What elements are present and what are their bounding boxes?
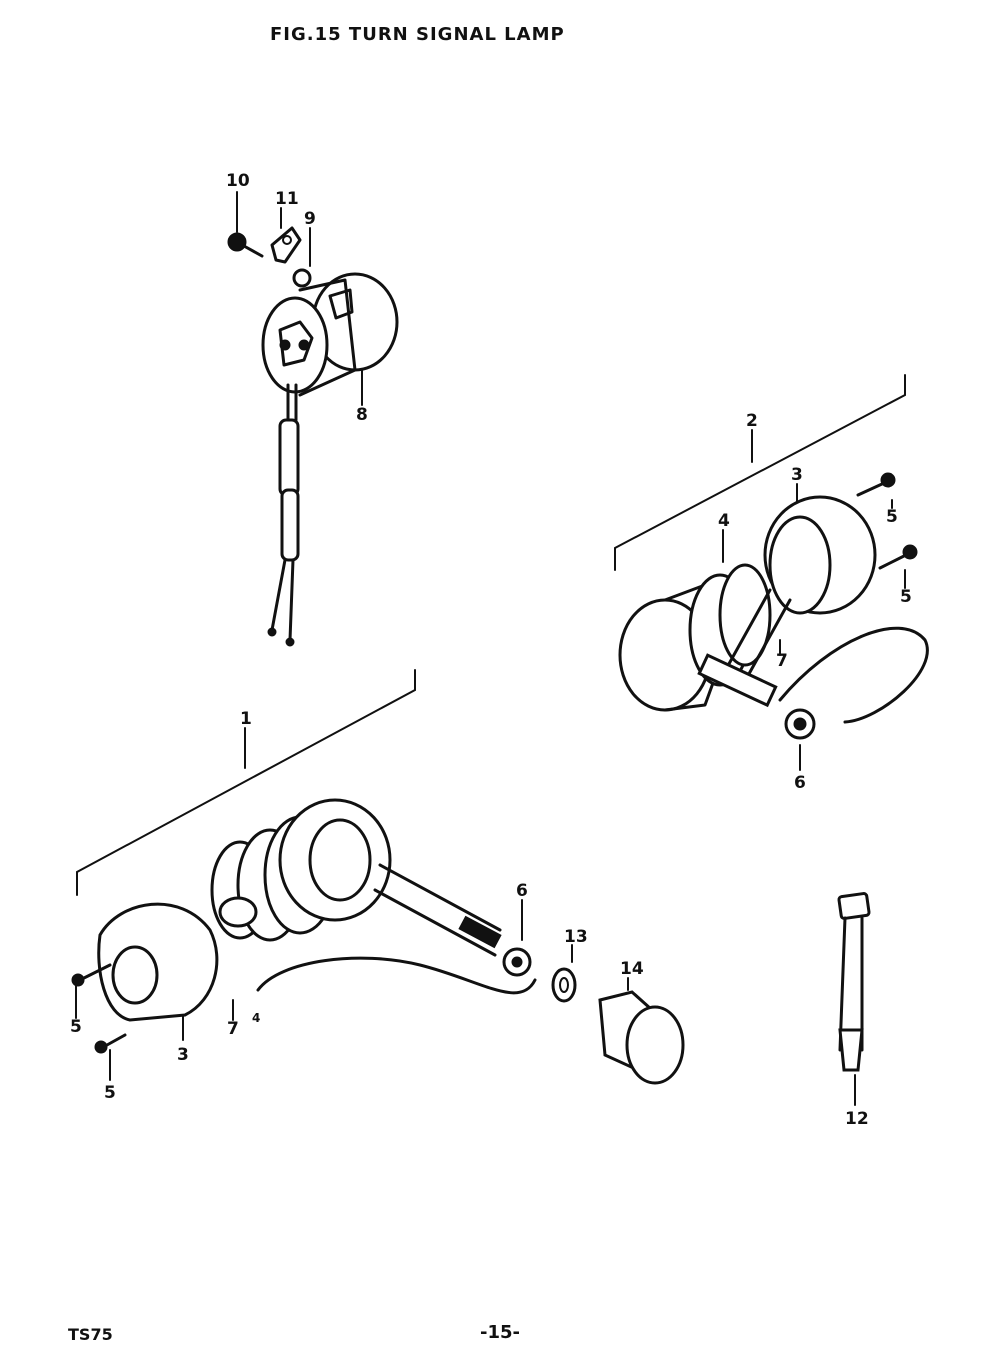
callout-4-left: 4 xyxy=(252,1011,260,1025)
callout-2: 2 xyxy=(746,411,758,431)
cable-band-12 xyxy=(837,892,871,1072)
turn-signal-assembly-2 xyxy=(614,374,929,771)
callout-12: 12 xyxy=(845,1109,869,1129)
callout-10: 10 xyxy=(226,171,250,191)
callout-7-left: 7 xyxy=(227,1019,239,1039)
flasher-relay-assembly xyxy=(227,191,399,647)
model-code: TS75 xyxy=(68,1325,113,1344)
callout-3-right: 3 xyxy=(791,465,803,485)
callout-5-left-b: 5 xyxy=(104,1083,116,1103)
callout-7-right: 7 xyxy=(776,651,788,671)
page-number: -15- xyxy=(480,1322,520,1343)
callout-6-right: 6 xyxy=(794,773,806,793)
callout-9: 9 xyxy=(304,209,316,229)
callout-1: 1 xyxy=(240,709,252,729)
callout-5-right-a: 5 xyxy=(886,507,898,527)
callout-6-left: 6 xyxy=(516,881,528,901)
callout-4-right: 4 xyxy=(718,511,730,531)
turn-signal-assembly-1 xyxy=(71,669,856,1106)
figure-title: FIG.15 TURN SIGNAL LAMP xyxy=(270,24,565,45)
callout-13: 13 xyxy=(564,927,588,947)
callout-5-right-b: 5 xyxy=(900,587,912,607)
callout-5-left-a: 5 xyxy=(70,1017,82,1037)
callout-3-left: 3 xyxy=(177,1045,189,1065)
callout-14: 14 xyxy=(620,959,644,979)
callout-8: 8 xyxy=(356,405,368,425)
callout-11: 11 xyxy=(275,189,299,209)
